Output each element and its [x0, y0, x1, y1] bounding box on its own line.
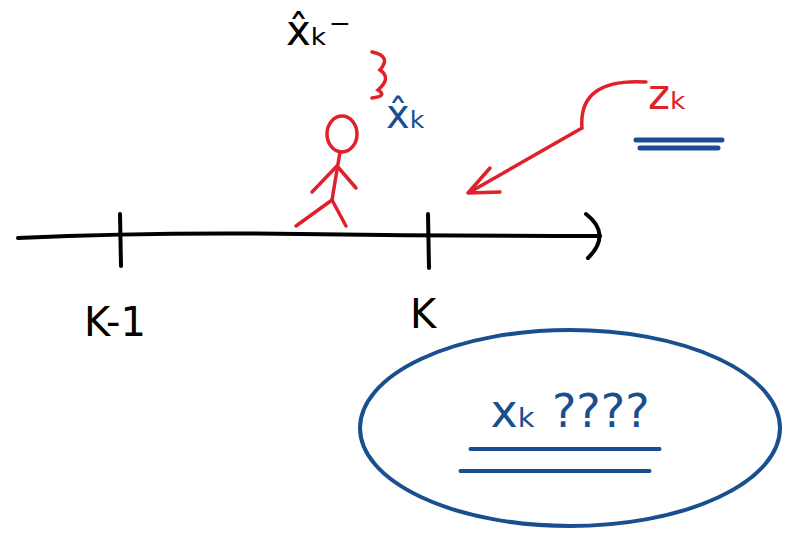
tick-mark [428, 214, 429, 268]
stick-figure [296, 116, 357, 226]
timeline [18, 234, 600, 239]
question-text: xₖ ???? [490, 386, 649, 437]
timeline-end [586, 214, 600, 258]
underline [636, 140, 722, 148]
time-label: K-1 [84, 300, 146, 344]
measurement: zₖ [648, 72, 688, 118]
question-ellipse: xₖ ???? [356, 326, 784, 530]
underline [460, 469, 649, 473]
time-label: K [410, 292, 436, 336]
posterior-estimate: x̂ₖ [386, 92, 427, 136]
ellipse-outline [360, 330, 780, 526]
prior-estimate: x̂ₖ⁻ [286, 8, 351, 54]
underline [470, 447, 659, 451]
tick-mark [120, 214, 121, 266]
pointer-arrow [470, 82, 646, 192]
brace [372, 52, 386, 98]
arrowhead [468, 168, 500, 193]
